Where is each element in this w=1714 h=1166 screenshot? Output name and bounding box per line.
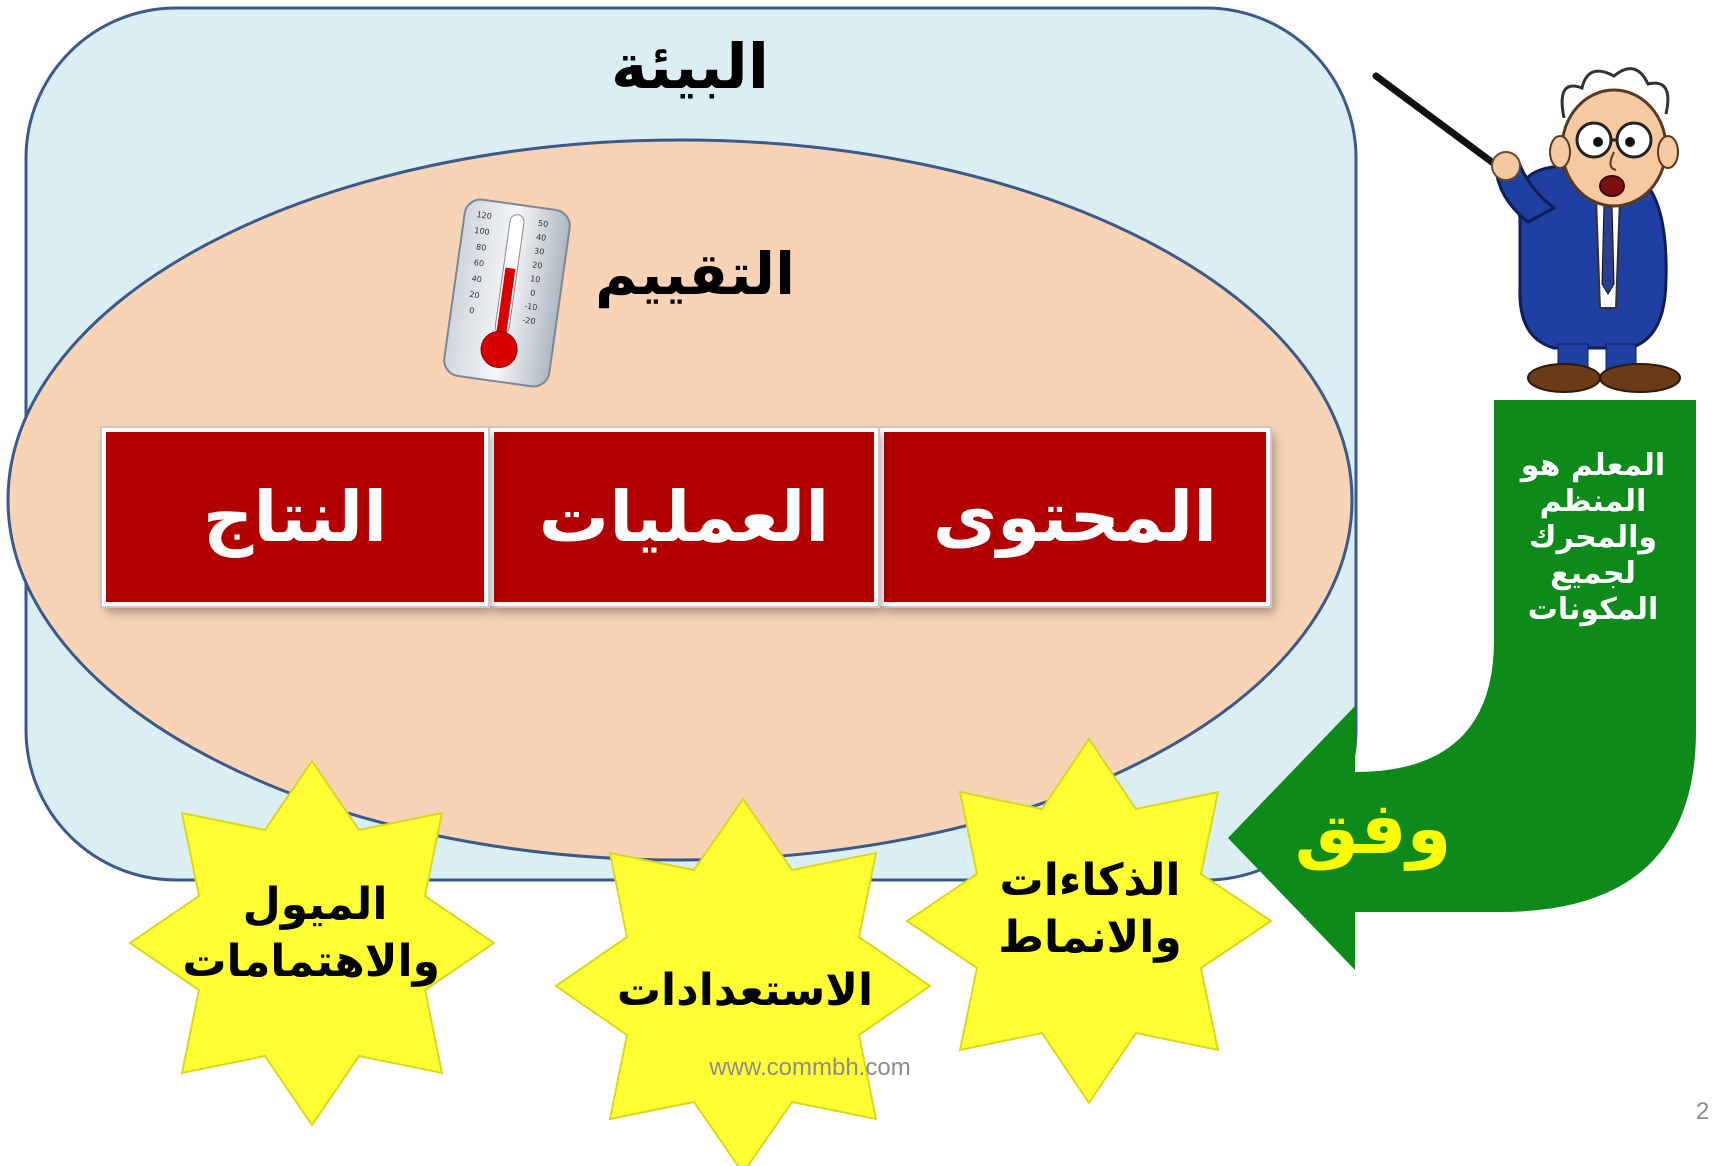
star-readiness-text: الاستعدادات [600,962,890,1019]
svg-text:-10: -10 [524,302,538,313]
svg-text:10: 10 [530,274,541,284]
processes-box: العمليات [490,428,878,606]
svg-text:100: 100 [474,226,490,237]
according-label: وفق [1294,786,1452,870]
svg-text:120: 120 [476,210,492,221]
star-readiness-line1: الاستعدادات [616,965,874,1016]
svg-text:20: 20 [469,290,480,300]
svg-text:0: 0 [530,288,536,298]
svg-text:40: 40 [471,274,482,284]
content-label: المحتوى [932,476,1218,558]
environment-label: البيئة [610,30,770,103]
svg-text:30: 30 [534,246,545,256]
curved-arrow [1228,400,1696,970]
website-footer: www.commbh.com [709,1054,911,1081]
content-box: المحتوى [880,428,1270,606]
svg-text:40: 40 [535,233,546,243]
svg-text:80: 80 [476,242,487,252]
star-intelligences-line2: والانماط [998,912,1182,964]
assessment-label: التقييم [595,240,795,308]
teacher-role-line5: المكونات [1527,592,1659,627]
page-number: 2 [1696,1098,1710,1125]
teacher-role-line1: المعلم هو [1520,448,1666,483]
teacher-role-line2: المنظم [1539,484,1647,519]
svg-text:0: 0 [469,306,475,316]
star-shape-intelligences [905,737,1273,1105]
svg-text:20: 20 [532,260,543,270]
teacher-with-pointer-icon [1368,48,1714,398]
star-interests-text: الميول والاهتمامات [182,876,440,990]
teacher-role-line4: لجميع [1550,556,1636,591]
teacher-role-line3: والمحرك [1528,520,1658,555]
processes-label: العمليات [538,476,830,558]
product-box: النتاج [102,428,488,606]
star-shape-interests [128,759,496,1127]
teacher-role-text: المعلم هو المنظم والمحرك لجميع المكونات [1488,448,1698,628]
svg-text:50: 50 [537,219,548,229]
star-shape-readiness [554,797,932,1166]
star-intelligences-line1: الذكاءات [999,855,1181,906]
svg-text:-20: -20 [522,315,536,326]
star-interests-line1: الميول [242,879,388,930]
product-label: النتاج [202,476,388,558]
star-intelligences-text: الذكاءات والانماط [970,852,1210,966]
svg-text:60: 60 [473,258,484,268]
star-interests-line2: والاهتمامات [182,936,440,988]
